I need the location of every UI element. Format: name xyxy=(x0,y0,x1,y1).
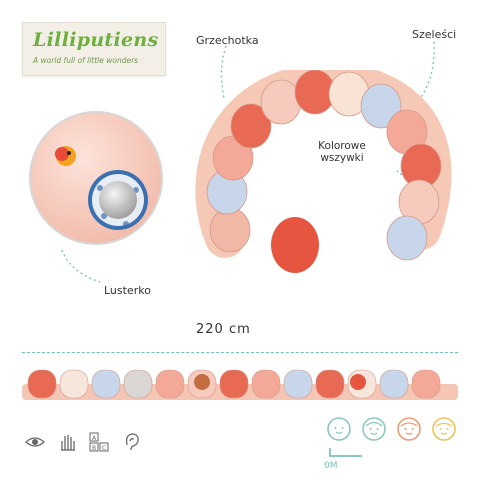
brand-tag: Lilliputiens A world full of little wond… xyxy=(22,22,166,76)
abc-blocks-icon: A B C xyxy=(89,432,109,452)
sensory-icons: A B C xyxy=(24,431,142,453)
svg-text:A: A xyxy=(92,435,97,442)
length-label: 220 cm xyxy=(196,322,251,337)
hand-icon xyxy=(61,435,75,451)
brand-tagline: A world full of little wonders xyxy=(33,56,139,65)
flat-strip-image xyxy=(22,369,458,400)
child-face-icon xyxy=(362,417,386,441)
ear-icon xyxy=(125,433,139,451)
mirror-closeup-image xyxy=(29,111,163,245)
activity-arch-image xyxy=(195,70,452,273)
svg-text:C: C xyxy=(102,445,106,452)
child-face-icon xyxy=(432,417,456,441)
callout-crinkle: Szeleści xyxy=(412,28,457,41)
age-start-marker xyxy=(329,448,362,457)
age-start-label: 0M xyxy=(324,461,338,471)
svg-text:B: B xyxy=(92,445,96,452)
eye-icon xyxy=(25,437,45,447)
age-faces xyxy=(326,416,457,442)
length-dashed-line xyxy=(22,352,458,353)
callout-mirror: Lusterko xyxy=(104,284,151,297)
callout-rattle: Grzechotka xyxy=(196,34,259,47)
child-face-icon xyxy=(397,417,421,441)
callout-colorful: Kolorowe wszywki xyxy=(318,140,366,164)
brand-name: Lilliputiens xyxy=(33,29,159,51)
baby-face-icon xyxy=(327,417,351,441)
